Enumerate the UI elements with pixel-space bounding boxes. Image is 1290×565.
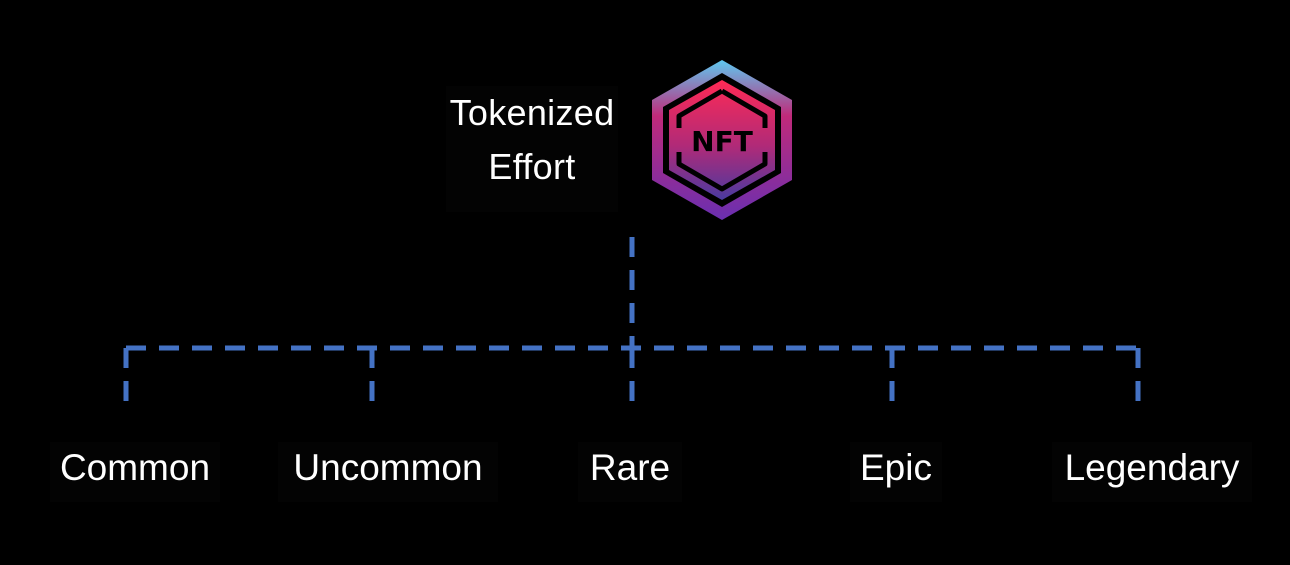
tier-label-common: Common [50, 442, 220, 502]
connector-lines [123, 237, 1141, 408]
tier-label-rare: Rare [578, 442, 682, 502]
root-node-title: Tokenized Effort [446, 86, 618, 212]
tier-label-epic: Epic [850, 442, 942, 502]
root-title-line-1: Tokenized [449, 92, 615, 133]
tier-label-legendary: Legendary [1052, 442, 1252, 502]
tier-label-uncommon: Uncommon [278, 442, 498, 502]
nft-badge-text: NFT [691, 125, 753, 158]
nft-hexagon-icon: NFT [652, 60, 792, 220]
root-title-line-2: Effort [488, 146, 576, 187]
